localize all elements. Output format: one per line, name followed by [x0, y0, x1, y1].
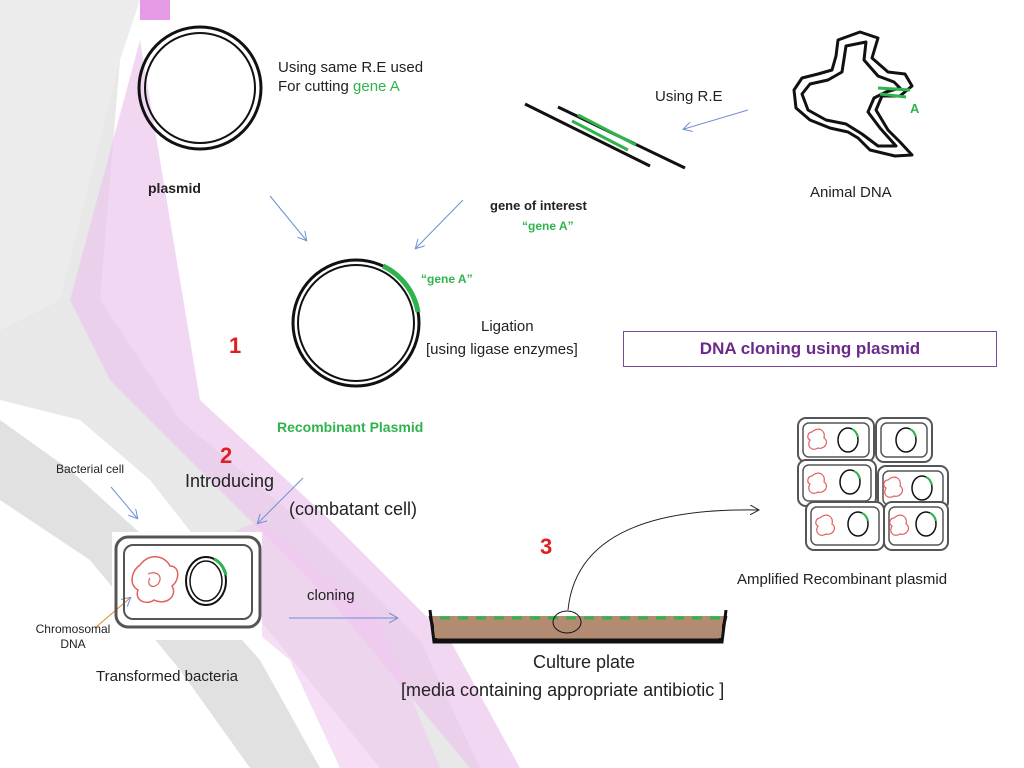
arrow-introducing: [258, 477, 304, 523]
arrow-to-amplified: [567, 510, 758, 611]
animal-dna-icon: [792, 30, 914, 158]
re-note-gene: gene A: [353, 77, 400, 95]
arrow-animal-to-gene: [684, 109, 749, 129]
re-note-prefix: For cutting: [278, 77, 354, 95]
gene-a-plasmid-label: “gene A”: [421, 272, 473, 286]
diagram-title: DNA cloning using plasmid: [623, 331, 997, 367]
culture-plate-label: Culture plate: [533, 652, 636, 672]
plasmid-icon: [137, 25, 263, 151]
gene-fragment-icon: [524, 102, 686, 170]
ligase-note: [using ligase enzymes]: [426, 341, 578, 358]
animal-gene-marker: A: [910, 101, 920, 116]
gene-of-interest-label: gene of interest: [490, 198, 587, 213]
media-note: [media containing appropriate antibiotic…: [401, 680, 725, 700]
bacterial-cell-label: Bacterial cell: [56, 462, 125, 476]
plasmid-label: plasmid: [148, 180, 201, 196]
amplified-cells-icon: [797, 417, 949, 551]
ligation-label: Ligation: [481, 318, 534, 335]
transformed-bacteria-icon: [114, 535, 262, 629]
re-note-line2: For cutting gene A: [278, 78, 423, 97]
transformed-bacteria-label: Transformed bacteria: [96, 668, 239, 685]
chromosomal-dna-label: Chromosomal DNA: [35, 622, 111, 651]
step-3-number: 3: [540, 534, 553, 559]
recombinant-plasmid-icon: [291, 258, 421, 388]
using-re-label: Using R.E: [655, 88, 723, 105]
introducing-label: Introducing: [185, 471, 275, 491]
animal-dna-label: Animal DNA: [810, 184, 892, 201]
arrow-gene-down: [416, 199, 464, 248]
step-1-number: 1: [229, 333, 242, 358]
arrow-plasmid-down: [269, 195, 306, 240]
recombinant-plasmid-label: Recombinant Plasmid: [277, 419, 424, 435]
amplified-label: Amplified Recombinant plasmid: [737, 571, 948, 588]
re-note: Using same R.E used For cutting gene A: [278, 59, 423, 97]
combatant-cell-label: (combatant cell): [289, 499, 418, 519]
gene-a-label: “gene A”: [522, 219, 574, 233]
arrow-bacterial-cell: [110, 486, 137, 518]
re-note-line1: Using same R.E used: [278, 59, 424, 76]
step-2-number: 2: [220, 443, 233, 468]
culture-plate-icon: [428, 609, 728, 644]
cloning-label: cloning: [307, 587, 355, 604]
